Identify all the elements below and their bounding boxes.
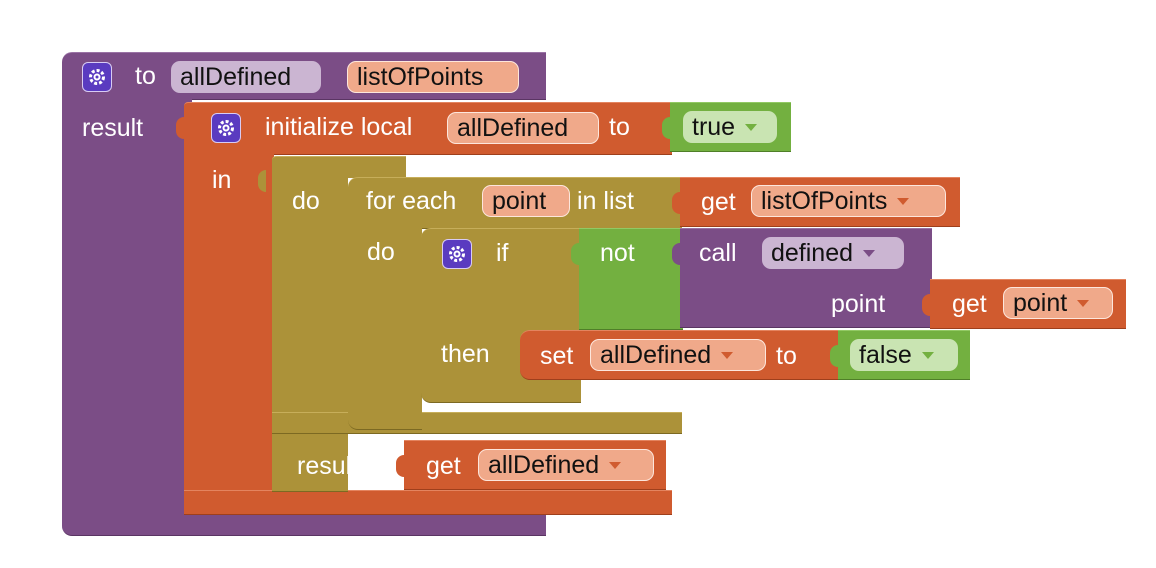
do-label: do [292, 187, 320, 215]
get-listOfPoints-dropdown[interactable]: listOfPoints [751, 185, 946, 217]
procedure-block-footer [190, 512, 546, 536]
get-label: get [701, 188, 736, 216]
set-label: set [540, 342, 574, 370]
procedure-result-label: result [82, 114, 144, 142]
socket-nub [176, 117, 184, 139]
not-label: not [600, 239, 635, 267]
get-point-value: point [1013, 289, 1068, 317]
gear-icon[interactable] [82, 62, 112, 92]
socket-nub [662, 117, 670, 139]
socket-nub [922, 294, 930, 316]
do-result-body [272, 176, 348, 492]
procedure-block-body [62, 99, 192, 536]
procedure-name-field[interactable]: allDefined [171, 61, 321, 93]
initialize-local-body [184, 154, 274, 494]
set-var-dropdown[interactable]: allDefined [590, 339, 766, 371]
procedure-param-listOfPoints[interactable]: listOfPoints [347, 61, 519, 93]
get-allDefined-value: allDefined [488, 451, 600, 479]
chevron-down-icon [721, 351, 734, 359]
call-procedure-dropdown[interactable]: defined [762, 237, 904, 269]
get-allDefined-label: get [426, 452, 461, 480]
gear-icon[interactable] [442, 239, 472, 269]
call-procedure-value: defined [771, 239, 854, 267]
socket-nub [830, 345, 838, 367]
chevron-down-icon [1077, 299, 1090, 307]
true-value: true [692, 113, 736, 141]
chevron-down-icon [745, 123, 758, 131]
for-each-body [348, 228, 422, 430]
chevron-down-icon [897, 197, 910, 205]
false-value: false [859, 341, 912, 369]
socket-nub [571, 243, 579, 265]
initialize-in-label: in [212, 166, 232, 194]
set-var-value: allDefined [600, 341, 712, 369]
for-each-var-field[interactable]: point [482, 185, 570, 217]
call-param-point-label: point [831, 290, 886, 318]
get-point-dropdown[interactable]: point [1003, 287, 1113, 319]
set-to-label: to [776, 342, 797, 370]
gear-icon[interactable] [211, 113, 241, 143]
initialize-local-footer [184, 490, 672, 515]
for-each-label: for each [366, 187, 457, 215]
chevron-down-icon [863, 249, 876, 257]
socket-nub [672, 192, 680, 214]
if-label: if [496, 239, 509, 267]
chevron-down-icon [921, 351, 934, 359]
for-each-do-label: do [367, 238, 395, 266]
in-list-label: in list [577, 187, 634, 215]
call-label: call [699, 239, 737, 267]
do-result-statement-footer [272, 412, 682, 434]
local-var-name-field[interactable]: allDefined [447, 112, 599, 144]
socket-nub [672, 243, 680, 265]
get-listOfPoints-value: listOfPoints [761, 187, 888, 215]
chevron-down-icon [609, 461, 622, 469]
initialize-local-label: initialize local [265, 113, 413, 141]
socket-nub [396, 455, 404, 477]
result-label: result [297, 452, 359, 480]
initialize-to-label: to [609, 113, 630, 141]
get-allDefined-dropdown[interactable]: allDefined [478, 449, 654, 481]
procedure-to-keyword: to [135, 62, 156, 90]
then-label: then [441, 340, 490, 368]
socket-nub [258, 170, 266, 192]
do-result-block[interactable] [272, 156, 406, 178]
true-dropdown[interactable]: true [683, 111, 777, 143]
false-dropdown[interactable]: false [850, 339, 958, 371]
not-block[interactable] [579, 228, 683, 330]
get-point-label: get [952, 290, 987, 318]
